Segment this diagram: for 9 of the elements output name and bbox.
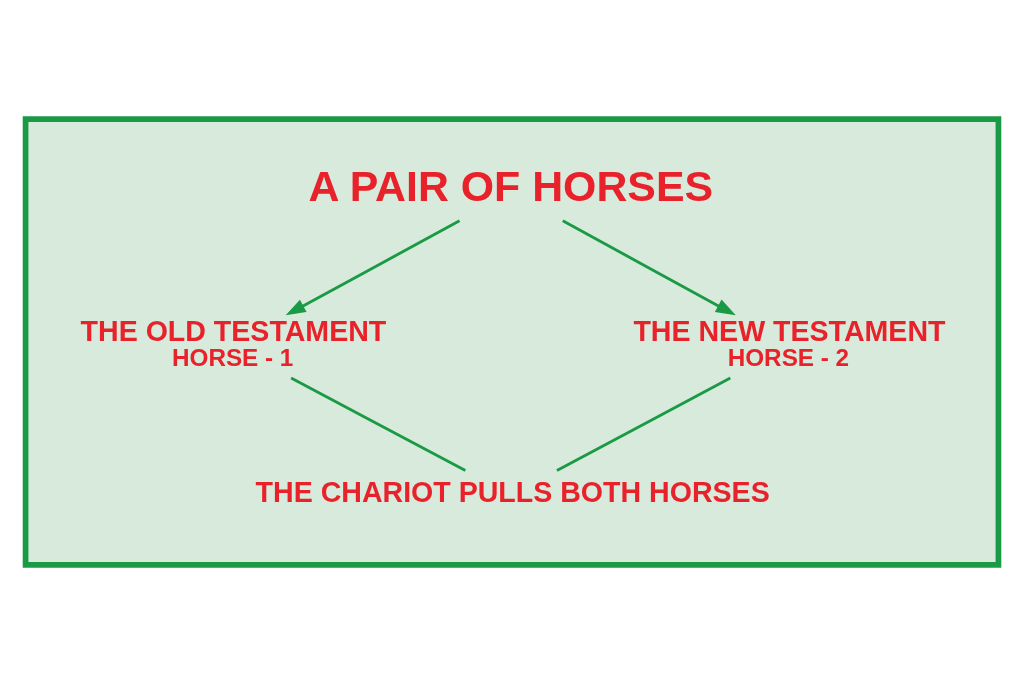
cluster: [22, 115, 1002, 568]
node-text: THE OLD TESTAMENT HORSE - 1: [80, 314, 387, 371]
node-text: THE CHARIOT PULLS BOTH HORSES: [255, 475, 770, 508]
node-text: A PAIR OF HORSES: [308, 161, 714, 210]
connector: [290, 376, 467, 472]
arrow: [285, 219, 461, 315]
arrow: [562, 219, 736, 315]
node-text: THE NEW TESTAMENT HORSE - 2: [633, 314, 946, 371]
connector: [556, 376, 731, 472]
